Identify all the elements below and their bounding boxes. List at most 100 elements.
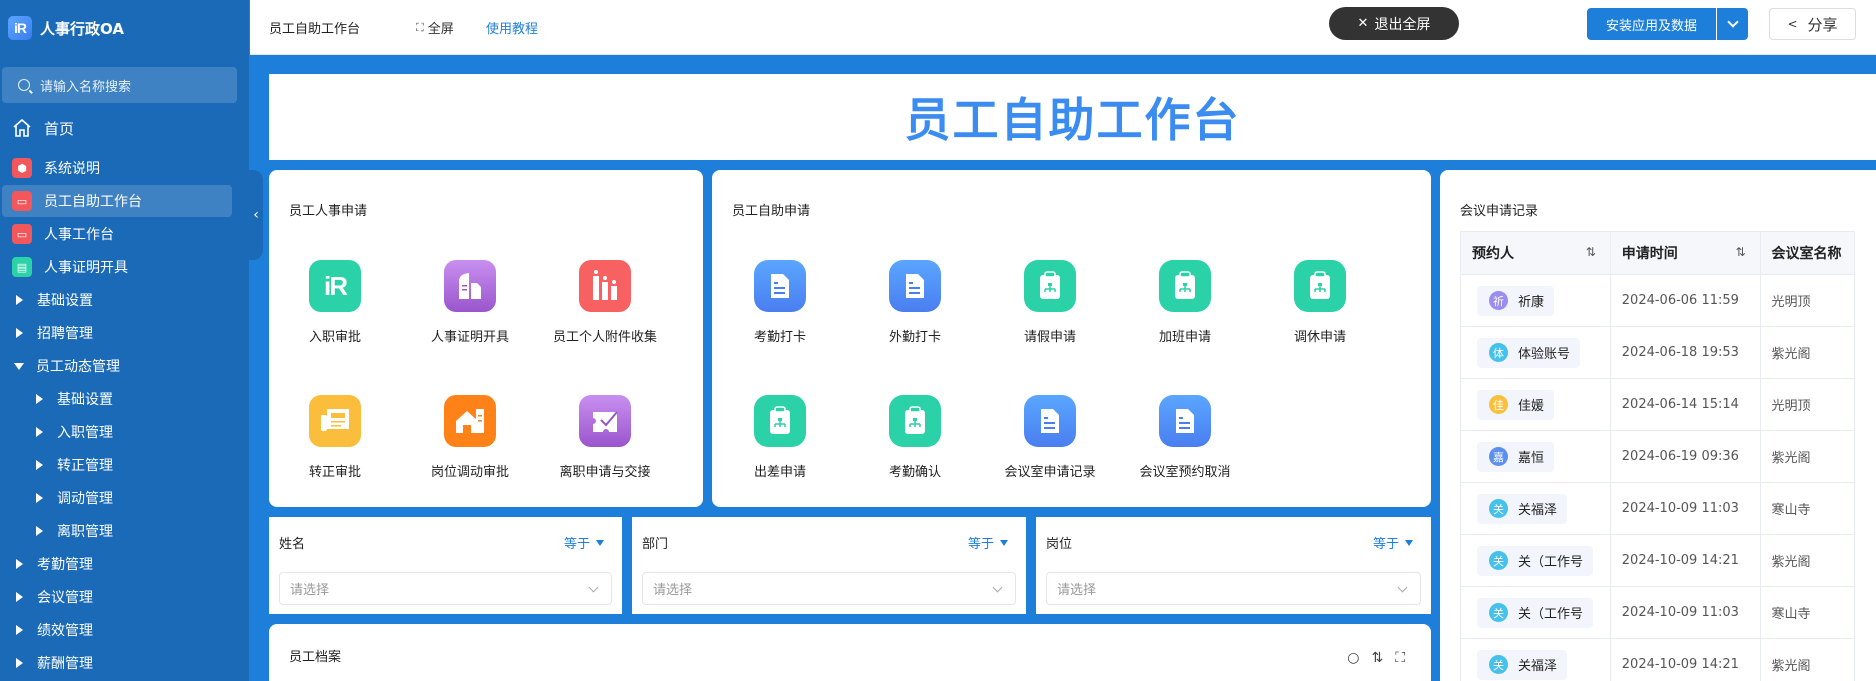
tile-field-clock-in[interactable]: 外勤打卡 bbox=[855, 260, 975, 345]
tree-label: 调动管理 bbox=[57, 491, 113, 507]
tile-transfer-approval[interactable]: 岗位调动审批 bbox=[410, 395, 530, 480]
person-tag: 关关福泽 bbox=[1477, 493, 1568, 524]
document-icon bbox=[1024, 395, 1076, 447]
fullscreen-button[interactable]: ⛶全屏 bbox=[416, 18, 454, 38]
caret-right-icon bbox=[36, 394, 43, 404]
tree-label: 招聘管理 bbox=[37, 326, 93, 342]
filter-operator-dropdown[interactable]: 等于 bbox=[1373, 533, 1413, 552]
table-row[interactable]: 关关福泽 2024-10-09 11:03 寒山寺 bbox=[1460, 482, 1856, 535]
org-clipboard-icon bbox=[889, 395, 941, 447]
chevron-down-icon bbox=[1397, 582, 1408, 593]
share-button[interactable]: <分享 bbox=[1769, 8, 1856, 40]
table-row[interactable]: 佳佳媛 2024-06-14 15:14 光明顶 bbox=[1460, 378, 1856, 431]
request-time: 2024-06-14 15:14 bbox=[1609, 378, 1761, 431]
exit-fullscreen-button[interactable]: ✕退出全屏 bbox=[1329, 7, 1459, 40]
name-select[interactable]: 请选择 bbox=[279, 572, 612, 605]
person-tag: 祈祈康 bbox=[1477, 285, 1555, 316]
card-title: 员工档案 bbox=[289, 650, 342, 665]
refresh-icon[interactable]: ○ bbox=[1347, 650, 1360, 666]
sidebar-search-input[interactable]: 请输入名称搜索 bbox=[2, 67, 237, 103]
tile-resignation-handover[interactable]: 离职申请与交接 bbox=[545, 395, 665, 480]
table-row[interactable]: 关关（工作号 2024-10-09 14:21 紫光阁 bbox=[1460, 534, 1856, 587]
column-header-time[interactable]: 申请时间⇅ bbox=[1609, 231, 1761, 275]
sidebar-tree-sub-basic-settings[interactable]: 基础设置 bbox=[36, 385, 113, 413]
department-select[interactable]: 请选择 bbox=[642, 572, 1016, 605]
sidebar-item-hr-workbench[interactable]: ▭ 人事工作台 bbox=[2, 218, 232, 250]
tile-label: 会议室预约取消 bbox=[1139, 465, 1231, 480]
brand[interactable]: iR 人事行政OA bbox=[8, 14, 124, 42]
tile-business-trip[interactable]: 出差申请 bbox=[720, 395, 840, 480]
monitor-icon: ▭ bbox=[12, 224, 32, 244]
sidebar-item-hr-certificate[interactable]: ▤ 人事证明开具 bbox=[2, 251, 232, 283]
bottles-icon bbox=[579, 260, 631, 312]
sidebar-tree-regularization[interactable]: 转正管理 bbox=[36, 451, 113, 479]
sort-icon[interactable]: ⇅ bbox=[1371, 650, 1384, 666]
sidebar-item-home[interactable]: 首页 bbox=[12, 116, 74, 140]
tile-onboarding-approval[interactable]: iR 入职审批 bbox=[275, 260, 395, 345]
sidebar-tree-onboarding[interactable]: 入职管理 bbox=[36, 418, 113, 446]
person-tag: 佳佳媛 bbox=[1477, 389, 1555, 420]
position-select[interactable]: 请选择 bbox=[1046, 572, 1421, 605]
sidebar-item-system-guide[interactable]: ⬢ 系统说明 bbox=[2, 152, 232, 184]
sidebar-item-employee-workbench[interactable]: ▭ 员工自助工作台 bbox=[2, 185, 232, 217]
request-time: 2024-06-19 09:36 bbox=[1609, 430, 1761, 483]
share-icon: < bbox=[1787, 17, 1798, 31]
column-header-room[interactable]: 会议室名称 bbox=[1759, 231, 1856, 275]
tile-regularization-approval[interactable]: 转正审批 bbox=[275, 395, 395, 480]
tile-meeting-room-cancel[interactable]: 会议室预约取消 bbox=[1125, 395, 1245, 480]
table-row[interactable]: 关关福泽 2024-10-09 14:21 紫光阁 bbox=[1460, 638, 1856, 681]
caret-right-icon bbox=[16, 559, 23, 569]
sidebar-collapse-toggle[interactable]: ‹ bbox=[249, 170, 263, 260]
request-time: 2024-10-09 14:21 bbox=[1609, 534, 1761, 587]
sidebar-tree-recruitment[interactable]: 招聘管理 bbox=[16, 319, 93, 347]
tile-leave-request[interactable]: 请假申请 bbox=[990, 260, 1110, 345]
sort-icon[interactable]: ⇅ bbox=[1735, 245, 1746, 259]
sidebar-tree-payroll[interactable]: 薪酬管理 bbox=[16, 649, 93, 677]
tile-hr-certificate[interactable]: 人事证明开具 bbox=[410, 260, 530, 345]
table-row[interactable]: 祈祈康 2024-06-06 11:59 光明顶 bbox=[1460, 274, 1856, 327]
sidebar-tree-employee-dynamics[interactable]: 员工动态管理 bbox=[14, 352, 120, 380]
tile-label: 离职申请与交接 bbox=[559, 465, 651, 480]
table-row[interactable]: 嘉嘉恒 2024-06-19 09:36 紫光阁 bbox=[1460, 430, 1856, 483]
sidebar-tree-meetings[interactable]: 会议管理 bbox=[16, 583, 93, 611]
chevron-left-icon: ‹ bbox=[253, 207, 259, 223]
room-name: 寒山寺 bbox=[1759, 586, 1856, 639]
sidebar-tree-resignation[interactable]: 离职管理 bbox=[36, 517, 113, 545]
room-name: 紫光阁 bbox=[1759, 638, 1856, 681]
caret-down-icon bbox=[14, 362, 24, 370]
table-row[interactable]: 关关（工作号 2024-10-09 11:03 寒山寺 bbox=[1460, 586, 1856, 639]
tile-attachment-collection[interactable]: 员工个人附件收集 bbox=[545, 260, 665, 345]
install-app-button[interactable]: 安装应用及数据 bbox=[1587, 8, 1716, 40]
sidebar-tree-transfer[interactable]: 调动管理 bbox=[36, 484, 113, 512]
search-icon bbox=[18, 79, 30, 91]
caret-right-icon bbox=[36, 493, 43, 503]
tile-overtime-request[interactable]: 加班申请 bbox=[1125, 260, 1245, 345]
person-name: 祈康 bbox=[1518, 295, 1545, 310]
exit-fullscreen-label: 退出全屏 bbox=[1374, 16, 1431, 33]
tile-label: 外勤打卡 bbox=[888, 330, 941, 345]
filter-department: 部门 等于 请选择 bbox=[632, 517, 1026, 614]
install-dropdown-button[interactable] bbox=[1717, 8, 1748, 40]
avatar: 关 bbox=[1489, 499, 1508, 518]
filter-operator-dropdown[interactable]: 等于 bbox=[564, 533, 604, 552]
avatar: 祈 bbox=[1489, 291, 1508, 310]
tile-attendance-confirm[interactable]: 考勤确认 bbox=[855, 395, 975, 480]
tile-meeting-room-records[interactable]: 会议室申请记录 bbox=[990, 395, 1110, 480]
tree-label: 离职管理 bbox=[57, 524, 113, 540]
tile-label: 考勤确认 bbox=[888, 465, 941, 480]
operator-label: 等于 bbox=[563, 537, 590, 552]
caret-right-icon bbox=[16, 328, 23, 338]
tile-attendance-clock-in[interactable]: 考勤打卡 bbox=[720, 260, 840, 345]
sidebar-tree-performance[interactable]: 绩效管理 bbox=[16, 616, 93, 644]
fullscreen-icon[interactable]: ⛶ bbox=[1395, 650, 1405, 666]
request-time: 2024-06-06 11:59 bbox=[1609, 274, 1761, 327]
table-row[interactable]: 体体验账号 2024-06-18 19:53 紫光阁 bbox=[1460, 326, 1856, 379]
filter-operator-dropdown[interactable]: 等于 bbox=[968, 533, 1008, 552]
tutorial-link[interactable]: 使用教程 bbox=[486, 22, 539, 37]
sidebar-tree-basic-settings[interactable]: 基础设置 bbox=[16, 286, 93, 314]
sidebar-tree-attendance[interactable]: 考勤管理 bbox=[16, 550, 93, 578]
column-header-booker[interactable]: 预约人⇅ bbox=[1460, 231, 1611, 275]
sort-icon[interactable]: ⇅ bbox=[1585, 245, 1596, 259]
document-icon bbox=[1159, 395, 1211, 447]
tile-compensatory-leave[interactable]: 调休申请 bbox=[1260, 260, 1380, 345]
